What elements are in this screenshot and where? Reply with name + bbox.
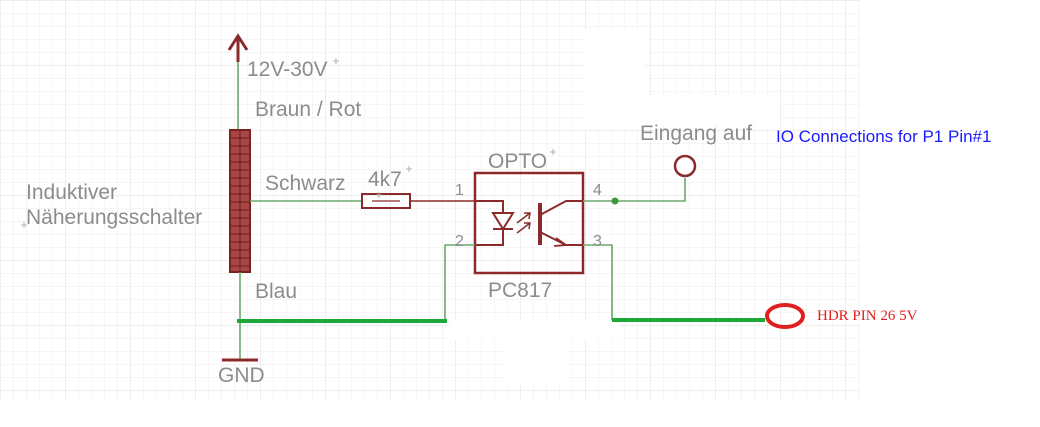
input-label: Eingang auf bbox=[640, 122, 752, 145]
pin4-label: 4 bbox=[593, 182, 602, 199]
optocoupler bbox=[473, 171, 585, 275]
pin2-label: 2 bbox=[455, 233, 464, 250]
ground-label: GND bbox=[218, 364, 265, 387]
sensor-label-line1: Induktiver bbox=[26, 181, 117, 204]
input-terminal bbox=[673, 154, 697, 178]
wire-black-label: Schwarz bbox=[265, 172, 346, 195]
wire-brown-label: Braun / Rot bbox=[255, 98, 361, 121]
pin3-label: 3 bbox=[593, 233, 602, 250]
erased-patch bbox=[450, 320, 620, 340]
wire-blue-label: Blau bbox=[255, 280, 297, 303]
wire-pin2 bbox=[444, 244, 475, 321]
supply-arrow-icon bbox=[227, 33, 249, 130]
erased-patch bbox=[640, 95, 780, 125]
hdr-note: HDR PIN 26 5V bbox=[817, 308, 918, 324]
opto-part-label: PC817 bbox=[488, 279, 552, 302]
grid-background bbox=[0, 0, 860, 400]
wire-pin3 bbox=[583, 244, 613, 320]
junction-dot bbox=[611, 197, 619, 205]
supply-label: 12V-30V bbox=[247, 58, 328, 81]
opto-name-label: OPTO bbox=[488, 150, 547, 173]
io-note: IO Connections for P1 Pin#1 bbox=[776, 127, 991, 146]
resistor-label: 4k7 bbox=[368, 168, 402, 191]
proximity-sensor bbox=[229, 129, 251, 273]
erased-patch bbox=[505, 335, 565, 385]
hdr-pin-marker bbox=[765, 303, 805, 329]
pin1-label: 1 bbox=[455, 182, 464, 199]
sensor-label-line2: Näherungsschalter bbox=[26, 206, 202, 229]
erased-patch bbox=[860, 0, 1040, 427]
text-anchor-marks bbox=[21, 58, 556, 228]
erased-patch bbox=[585, 30, 645, 130]
